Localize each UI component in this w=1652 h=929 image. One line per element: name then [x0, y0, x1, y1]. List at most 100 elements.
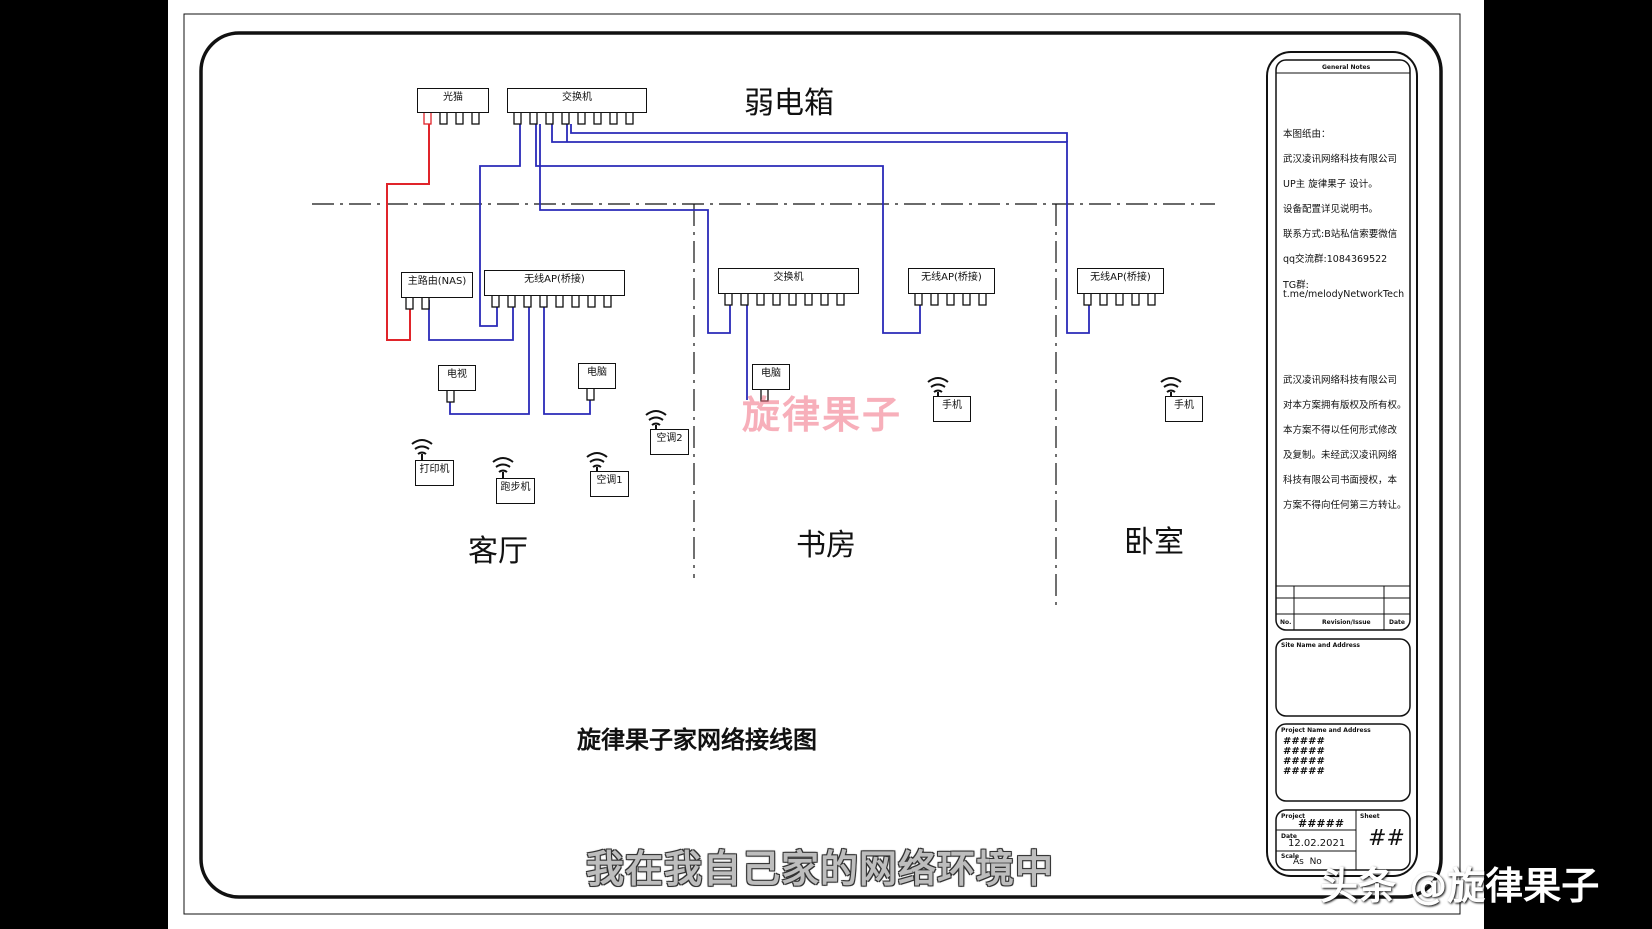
title-block-outer	[1266, 51, 1418, 877]
phone-bedroom-box: 手机	[1165, 396, 1203, 422]
copyright-line-1: 对本方案拥有版权及所有权。	[1283, 400, 1407, 411]
router-port	[405, 296, 414, 310]
copyright-line-4: 科技有限公司书面授权，本	[1283, 475, 1398, 486]
router-box: 主路由(NAS)	[401, 272, 473, 298]
ac1-box: 空调1	[590, 471, 629, 497]
outer-frame	[183, 13, 1461, 915]
copyright-line-3: 及复制。未经武汉凌讯网络	[1283, 450, 1398, 461]
scale-label: Scale	[1281, 853, 1300, 860]
ap-bedroom-port	[1083, 292, 1092, 306]
copyright-line-0: 武汉凌讯网络科技有限公司	[1283, 375, 1398, 386]
study-switch-port	[788, 292, 797, 306]
pc-study-label: 电脑	[761, 368, 781, 379]
ap-study-port	[914, 292, 923, 306]
ap-bedroom-port	[1099, 292, 1108, 306]
ap-study-port	[962, 292, 971, 306]
pc-living-box: 电脑	[578, 363, 616, 389]
pc-living-label: 电脑	[587, 367, 607, 378]
revision-no-header: No.	[1280, 619, 1292, 626]
phone-study-label: 手机	[942, 400, 962, 411]
date-label: Date	[1281, 833, 1297, 840]
wifi-icons	[411, 377, 1182, 482]
project-field-label: Project	[1281, 813, 1306, 820]
ap-living-port	[507, 294, 516, 308]
ap-bedroom-box: 无线AP(桥接)	[1077, 268, 1164, 294]
note-line-2: UP主 旋律果子 设计。	[1283, 179, 1378, 190]
main-switch-port	[593, 111, 602, 125]
study-switch-port	[756, 292, 765, 306]
study-switch-box: 交换机	[718, 268, 859, 294]
tv-label: 电视	[447, 369, 467, 380]
ap-living-port	[571, 294, 580, 308]
sheet-label: Sheet	[1360, 813, 1380, 820]
tv-box: 电视	[438, 365, 476, 391]
ap-bedroom-port	[1115, 292, 1124, 306]
copyright-line-2: 本方案不得以任何形式修改	[1283, 425, 1398, 436]
note-line-5: qq交流群:1084369522	[1283, 254, 1388, 265]
main-switch-port	[529, 111, 538, 125]
note-line-7: t.me/melodyNetworkTech	[1283, 289, 1405, 300]
main-switch-port	[561, 111, 570, 125]
room-study: 书房	[796, 528, 856, 563]
revision-date-header: Date	[1389, 619, 1405, 626]
tv-port	[446, 389, 455, 403]
main-switch-port	[577, 111, 586, 125]
lan-cables	[428, 124, 1090, 415]
site-label: Site Name and Address	[1281, 642, 1360, 649]
study-switch-port	[740, 292, 749, 306]
modem-port	[439, 111, 448, 125]
diagram-title: 旋律果子家网络接线图	[577, 726, 817, 754]
site-box	[1275, 638, 1411, 717]
video-subtitle: 我在我自己家的网络环境中	[586, 847, 1055, 891]
main-switch-port	[513, 111, 522, 125]
copyright-line-5: 方案不得向任何第三方转让。	[1283, 500, 1407, 511]
main-switch-port	[545, 111, 554, 125]
project-box	[1275, 723, 1411, 802]
note-line-4: 联系方式:B站私信索要微信	[1283, 229, 1398, 240]
phone-study-box: 手机	[933, 396, 971, 422]
modem-port	[471, 111, 480, 125]
study-switch-port	[836, 292, 845, 306]
ap-living-label: 无线AP(桥接)	[524, 274, 585, 285]
ap-living-port	[587, 294, 596, 308]
treadmill-label: 跑步机	[500, 482, 531, 493]
inner-frame	[199, 31, 1443, 899]
room-bedroom: 卧室	[1124, 525, 1184, 560]
printer-box: 打印机	[415, 460, 454, 486]
ap-bedroom-label: 无线AP(桥接)	[1090, 272, 1151, 283]
ap-living-port	[539, 294, 548, 308]
study-switch-port	[820, 292, 829, 306]
ap-living-port	[523, 294, 532, 308]
study-switch-port	[804, 292, 813, 306]
ap-study-port	[930, 292, 939, 306]
date-value: 12.02.2021	[1288, 838, 1346, 849]
cabinet-title: 弱电箱	[744, 86, 834, 121]
treadmill-box: 跑步机	[496, 478, 535, 504]
router-port	[421, 296, 430, 310]
note-line-3: 设备配置详见说明书。	[1283, 204, 1379, 215]
brand-watermark: 头条 @旋律果子	[1320, 864, 1600, 908]
project-label: Project Name and Address	[1281, 727, 1371, 734]
ap-study-port	[978, 292, 987, 306]
project-field-value: #####	[1298, 817, 1345, 830]
main-switch-box: 交换机	[507, 88, 647, 113]
info-box	[1275, 809, 1411, 871]
pc-study-box: 电脑	[752, 364, 790, 390]
notes-box	[1275, 59, 1411, 631]
main-switch-label: 交换机	[562, 92, 592, 103]
ac2-label: 空调2	[656, 433, 683, 444]
ap-living-port	[603, 294, 612, 308]
pc-living-port	[586, 387, 595, 401]
router-label: 主路由(NAS)	[407, 276, 467, 287]
phone-bedroom-label: 手机	[1174, 400, 1194, 411]
ap-living-port	[555, 294, 564, 308]
project-value: ##### ##### ##### #####	[1283, 736, 1325, 777]
modem-port	[423, 111, 432, 125]
ap-living-port	[491, 294, 500, 308]
printer-label: 打印机	[419, 464, 450, 475]
wan-cable	[386, 122, 430, 341]
modem-box: 光猫	[417, 88, 489, 113]
watermark: 旋律果子	[742, 393, 903, 437]
